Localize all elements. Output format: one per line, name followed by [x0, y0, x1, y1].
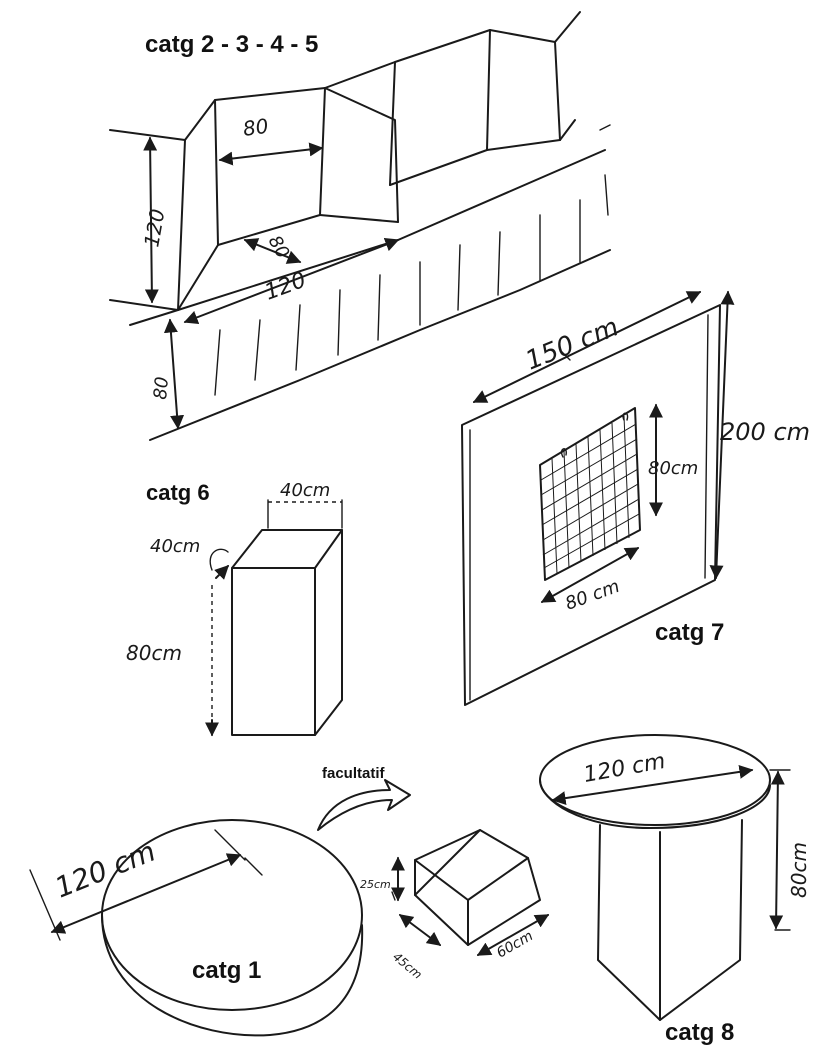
table-height-label: 80cm: [787, 842, 811, 898]
facultatif-label: facultatif: [322, 765, 386, 782]
grid-height-label: 80cm: [648, 458, 698, 479]
grid-width-label: 80 cm: [563, 576, 623, 615]
catg-7-label: catg 7: [655, 619, 724, 646]
round-table-sketch: [539, 734, 791, 1021]
catg-6-label: catg 6: [146, 480, 210, 505]
pedestal-depth-label: 40cm: [150, 536, 200, 557]
pedestal-height-label: 80cm: [126, 641, 182, 665]
box-height-label: 25cm: [360, 878, 391, 891]
catg-8-label: catg 8: [665, 1019, 734, 1046]
bench-base-label: 80: [150, 376, 173, 401]
pedestal-width-label: 40cm: [280, 480, 330, 501]
panel-height-label: 200 cm: [720, 418, 810, 446]
bench-height-label: 120: [139, 207, 169, 249]
optional-box-sketch: [317, 779, 550, 956]
bench-width-label: 80: [241, 114, 270, 141]
panel-width-label: 150 cm: [521, 312, 623, 376]
box-depth-label: 45cm: [390, 950, 425, 982]
pedestal-sketch: [205, 499, 343, 737]
catg-1-label: catg 1: [192, 957, 261, 984]
table-diameter-label: 120 cm: [582, 749, 668, 788]
booth-modules-sketch: [109, 11, 611, 441]
round-base-sketch: [29, 819, 364, 1037]
bench-length-label: 120: [262, 268, 310, 306]
display-panel-sketch: [461, 290, 735, 706]
catg-2345-label: catg 2 - 3 - 4 - 5: [145, 31, 318, 58]
